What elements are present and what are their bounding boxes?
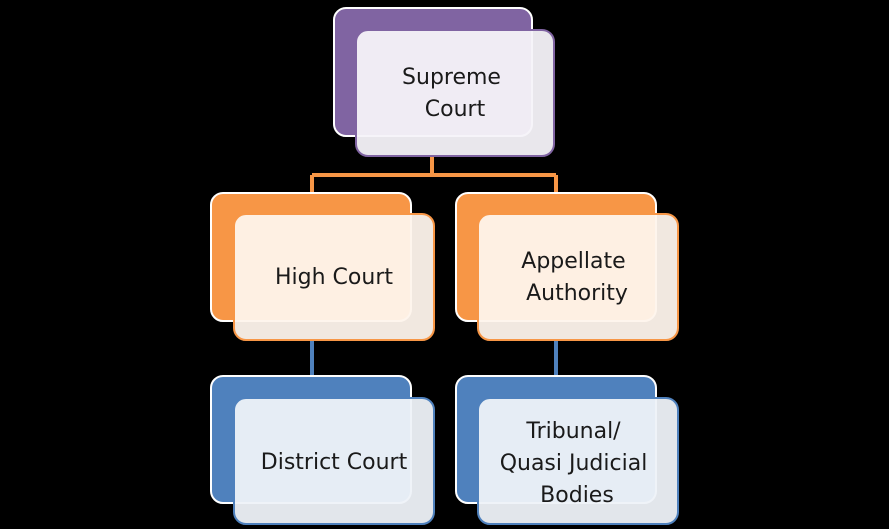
node-label-box <box>477 397 679 525</box>
node-label-box <box>477 213 679 341</box>
node-label-line: Authority <box>526 281 628 306</box>
node-district-court: District Court <box>210 375 435 525</box>
node-appellate-authority: Appellate Authority <box>455 192 679 341</box>
connector-supreme-to-level2 <box>310 155 558 193</box>
node-label: Supreme Court <box>402 65 508 122</box>
node-label-line: Tribunal/ <box>525 419 621 444</box>
node-supreme-court: Supreme Court <box>333 7 555 157</box>
node-label-line: Quasi Judicial <box>500 451 648 476</box>
node-label-line: Supreme <box>402 65 501 90</box>
node-label-line: Court <box>425 97 486 122</box>
node-high-court: High Court <box>210 192 435 341</box>
node-label-box <box>355 29 555 157</box>
node-tribunal: Tribunal/ Quasi Judicial Bodies <box>455 375 679 525</box>
node-label-line: High Court <box>275 265 393 290</box>
node-label: District Court <box>261 450 408 475</box>
node-label-box <box>233 213 435 341</box>
node-label: High Court <box>275 265 393 290</box>
node-label-line: Bodies <box>540 483 614 508</box>
node-label: Tribunal/ Quasi Judicial Bodies <box>500 419 655 508</box>
node-label-box <box>233 397 435 525</box>
node-label: Appellate Authority <box>521 249 632 306</box>
node-label-line: Appellate <box>521 249 625 274</box>
node-label-line: District Court <box>261 450 408 475</box>
connectors <box>310 155 558 378</box>
